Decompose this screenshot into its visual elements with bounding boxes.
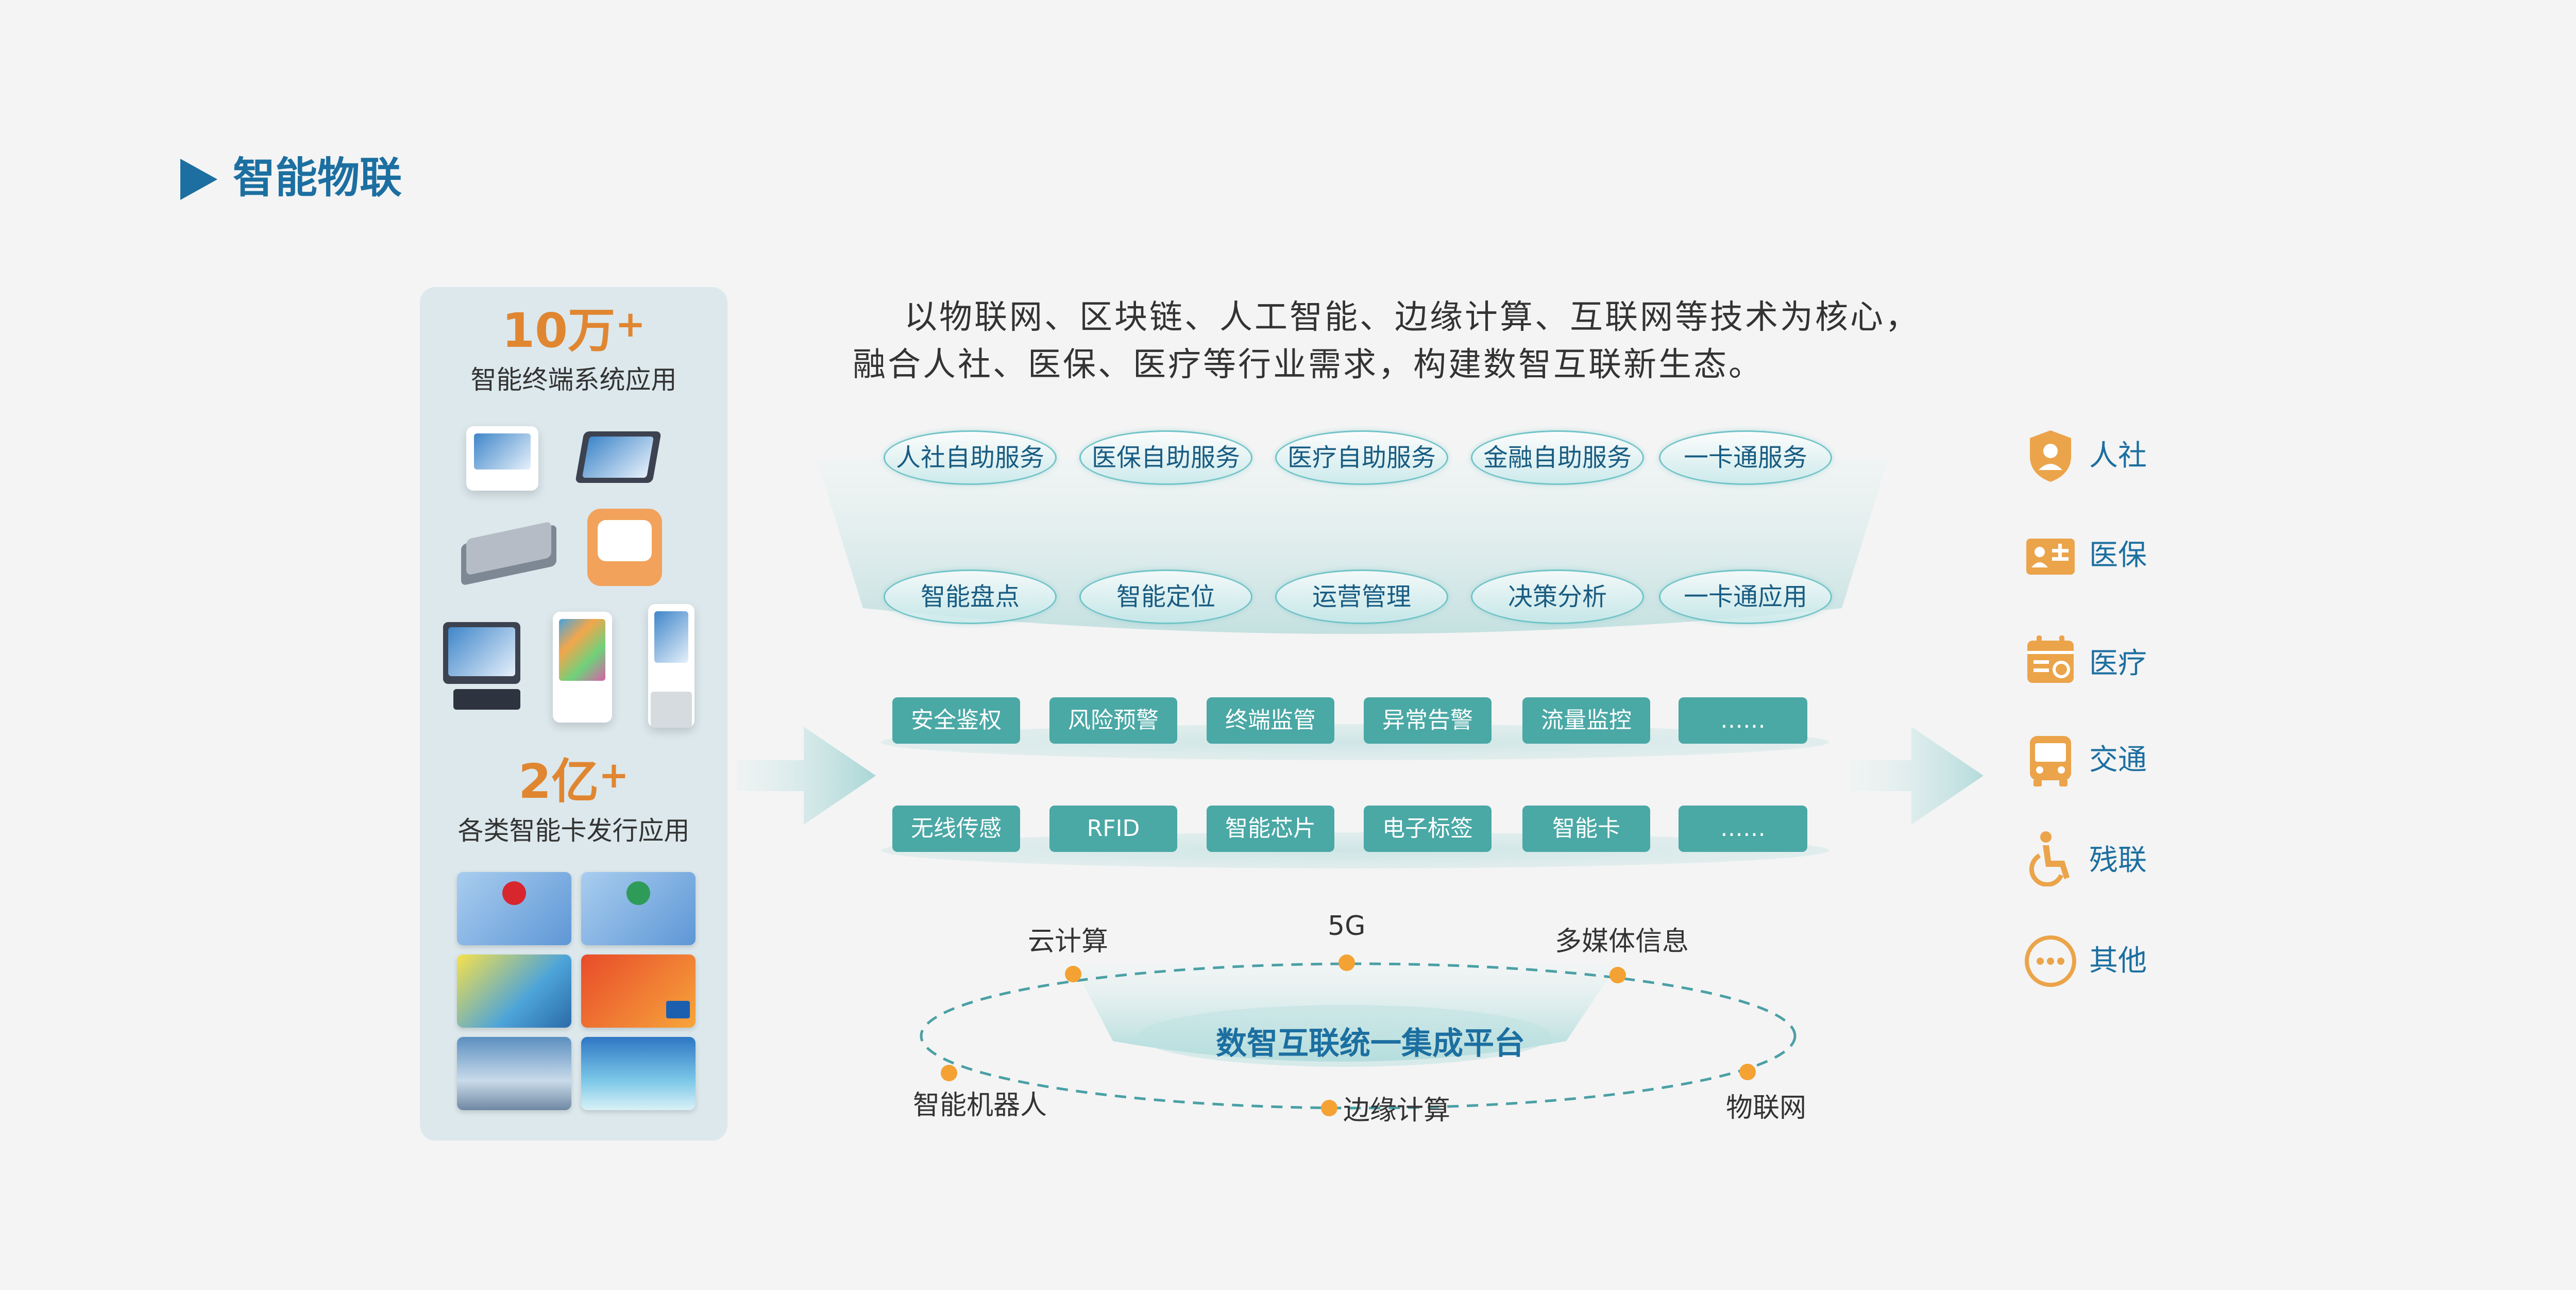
node-dot-5g [1338, 954, 1355, 971]
certificate-card-image [581, 872, 696, 945]
sector-label-medical: 医疗 [2089, 647, 2147, 680]
sector-label-traffic: 交通 [2089, 743, 2147, 777]
service-smart-inventory: 智能盘点 [884, 569, 1057, 624]
service-insurance-self-service: 医保自助服务 [1079, 430, 1252, 485]
service-card-application: 一卡通应用 [1659, 569, 1832, 624]
sensor-row-shadow [881, 832, 1829, 868]
sensor-more: …… [1679, 806, 1807, 852]
node-dot-multimedia [1609, 967, 1626, 983]
monitor-terminal-supervision: 终端监管 [1207, 697, 1334, 744]
intro-line-2: 融合人社、医保、医疗等行业需求，构建数智互联新生态。 [853, 346, 1764, 384]
sensor-smart-card: 智能卡 [1522, 806, 1650, 852]
node-dot-iot [1739, 1064, 1756, 1080]
monitor-traffic-monitoring: 流量监控 [1522, 697, 1650, 744]
sector-label-disabled: 残联 [2089, 844, 2147, 877]
intro-line-1: 以物联网、区块链、人工智能、边缘计算、互联网等技术为核心， [904, 298, 1920, 337]
monitor-more: …… [1679, 697, 1807, 744]
service-card-service: 一卡通服务 [1659, 430, 1832, 485]
node-label-robot: 智能机器人 [913, 1090, 1047, 1121]
health-card-image [581, 1037, 696, 1110]
title-triangle-icon [180, 159, 217, 200]
flow-arrow-left-icon [737, 727, 876, 825]
node-dot-cloud [1065, 966, 1081, 982]
id-card-icon [2026, 539, 2075, 575]
medical-calendar-icon [2027, 635, 2074, 683]
wheelchair-icon [2029, 831, 2070, 886]
platform-orbit [920, 962, 1797, 1110]
node-label-cloud: 云计算 [1028, 926, 1109, 957]
sensor-smart-chip: 智能芯片 [1207, 806, 1334, 852]
left-stats-panel: 10万+ 智能终端系统应用 2亿+ 各类智能卡发行应用 [420, 287, 727, 1141]
standing-kiosk-image [648, 604, 694, 728]
service-medical-self-service: 医疗自助服务 [1275, 430, 1448, 485]
monitor-security-auth: 安全鉴权 [892, 697, 1020, 744]
bank-card-image [581, 954, 696, 1028]
terminal-label: 智能终端系统应用 [470, 365, 677, 395]
service-smart-positioning: 智能定位 [1079, 569, 1252, 624]
node-label-iot: 物联网 [1726, 1093, 1807, 1124]
flow-arrow-right-icon [1850, 727, 1984, 825]
node-label-5g: 5G [1328, 911, 1366, 942]
shield-person-icon [2030, 430, 2071, 482]
platform-diagram [920, 954, 1797, 1116]
service-hrss-self-service: 人社自助服务 [884, 430, 1057, 485]
tablet-device-image [574, 431, 665, 493]
node-dot-robot [941, 1065, 957, 1081]
platform-title: 数智互联统一集成平台 [1216, 1026, 1525, 1062]
node-label-edge: 边缘计算 [1343, 1095, 1451, 1126]
sector-label-hrss: 人社 [2089, 439, 2147, 473]
sector-label-insurance: 医保 [2089, 539, 2147, 572]
city-card-image [457, 954, 571, 1028]
kiosk-device-image [466, 426, 538, 491]
sensor-rfid: RFID [1049, 806, 1177, 852]
node-label-multimedia: 多媒体信息 [1555, 926, 1689, 957]
scanner-device-image [587, 509, 662, 586]
hospital-card-image [457, 1037, 571, 1110]
sensor-electronic-tag: 电子标签 [1364, 806, 1492, 852]
service-finance-self-service: 金融自助服务 [1471, 430, 1644, 485]
service-decision-analysis: 决策分析 [1471, 569, 1644, 624]
more-dots-icon [2025, 935, 2076, 987]
node-dot-edge [1321, 1100, 1337, 1116]
card-label: 各类智能卡发行应用 [457, 816, 690, 846]
bus-icon [2030, 736, 2071, 786]
service-operations-management: 运营管理 [1275, 569, 1448, 624]
monitor-risk-warning: 风险预警 [1049, 697, 1177, 744]
sensor-wireless: 无线传感 [892, 806, 1020, 852]
card-count: 2亿+ [518, 754, 629, 809]
sector-label-other: 其他 [2089, 944, 2147, 978]
self-service-terminal-image [553, 612, 612, 723]
monitor-row-shadow [881, 724, 1829, 760]
social-security-card-image [457, 872, 571, 945]
card-reader-device-image [461, 519, 556, 586]
pos-terminal-image [438, 622, 526, 717]
intro-text: 以物联网、区块链、人工智能、边缘计算、互联网等技术为核心， 融合人社、医保、医疗… [853, 294, 1935, 389]
page-title: 智能物联 [233, 154, 402, 203]
terminal-count: 10万+ [502, 303, 646, 358]
monitor-exception-alarm: 异常告警 [1364, 697, 1492, 744]
